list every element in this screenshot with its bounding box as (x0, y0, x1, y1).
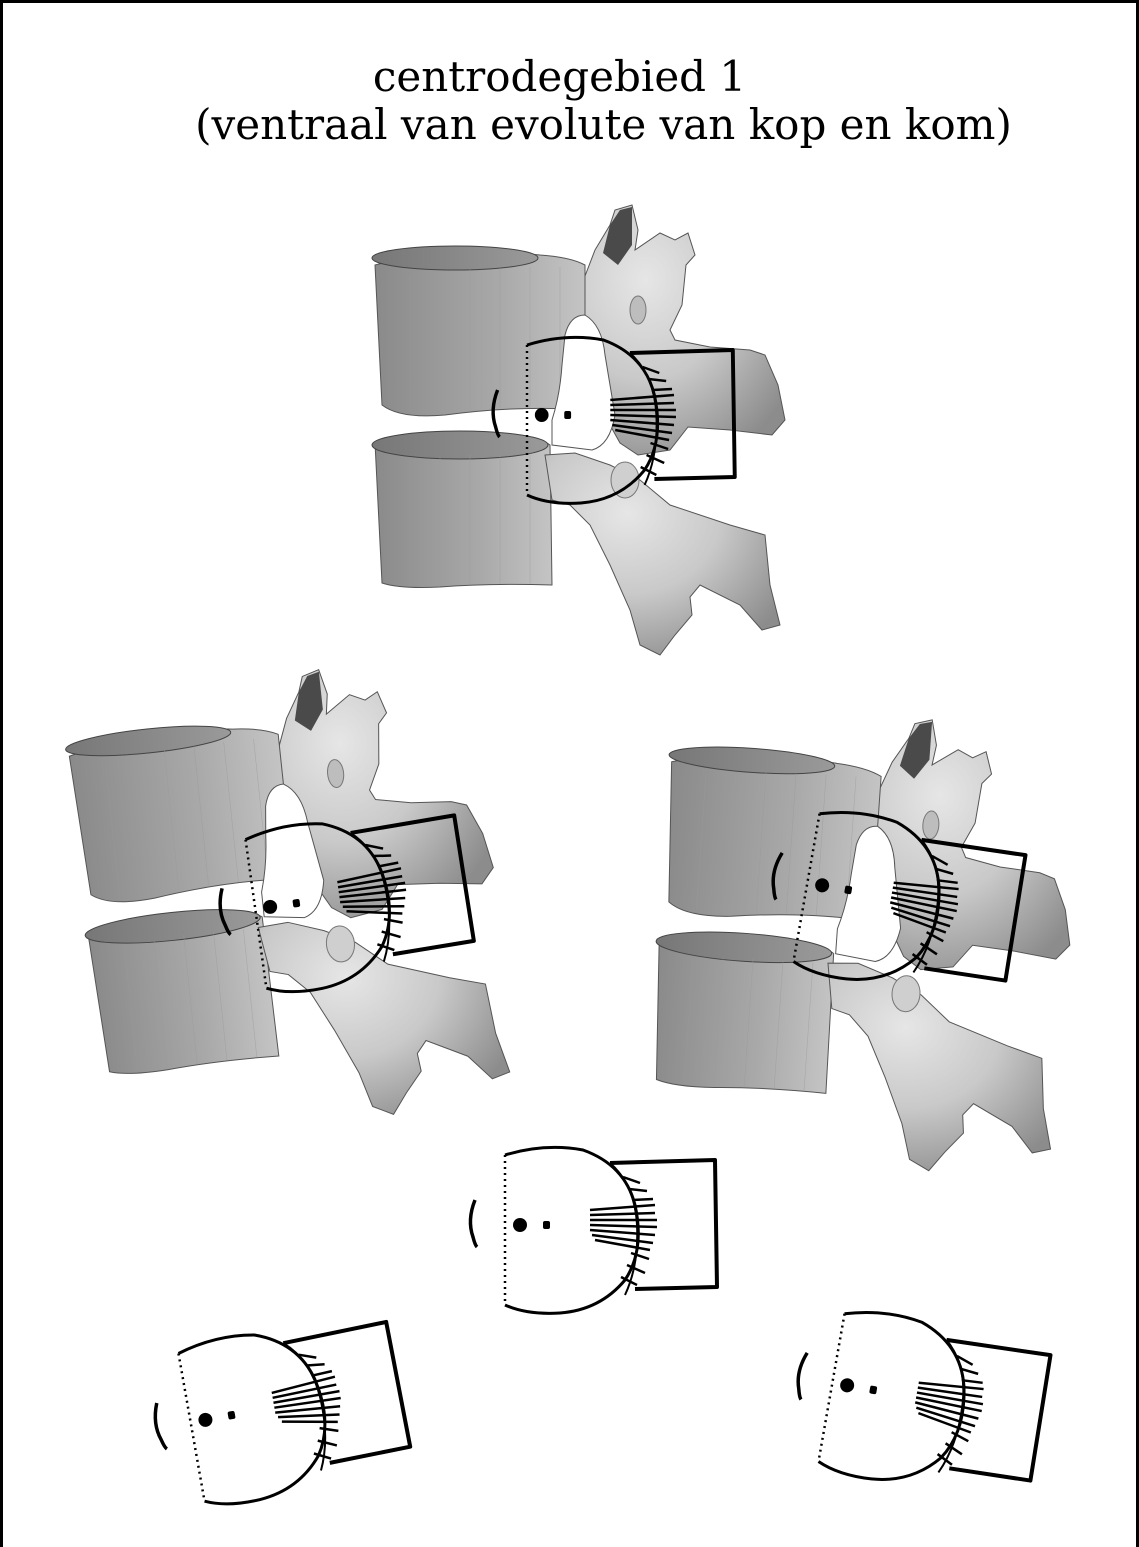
schematic-centre (470, 1147, 717, 1313)
schematic-right (783, 1300, 1055, 1506)
schematic-left (143, 1309, 415, 1515)
